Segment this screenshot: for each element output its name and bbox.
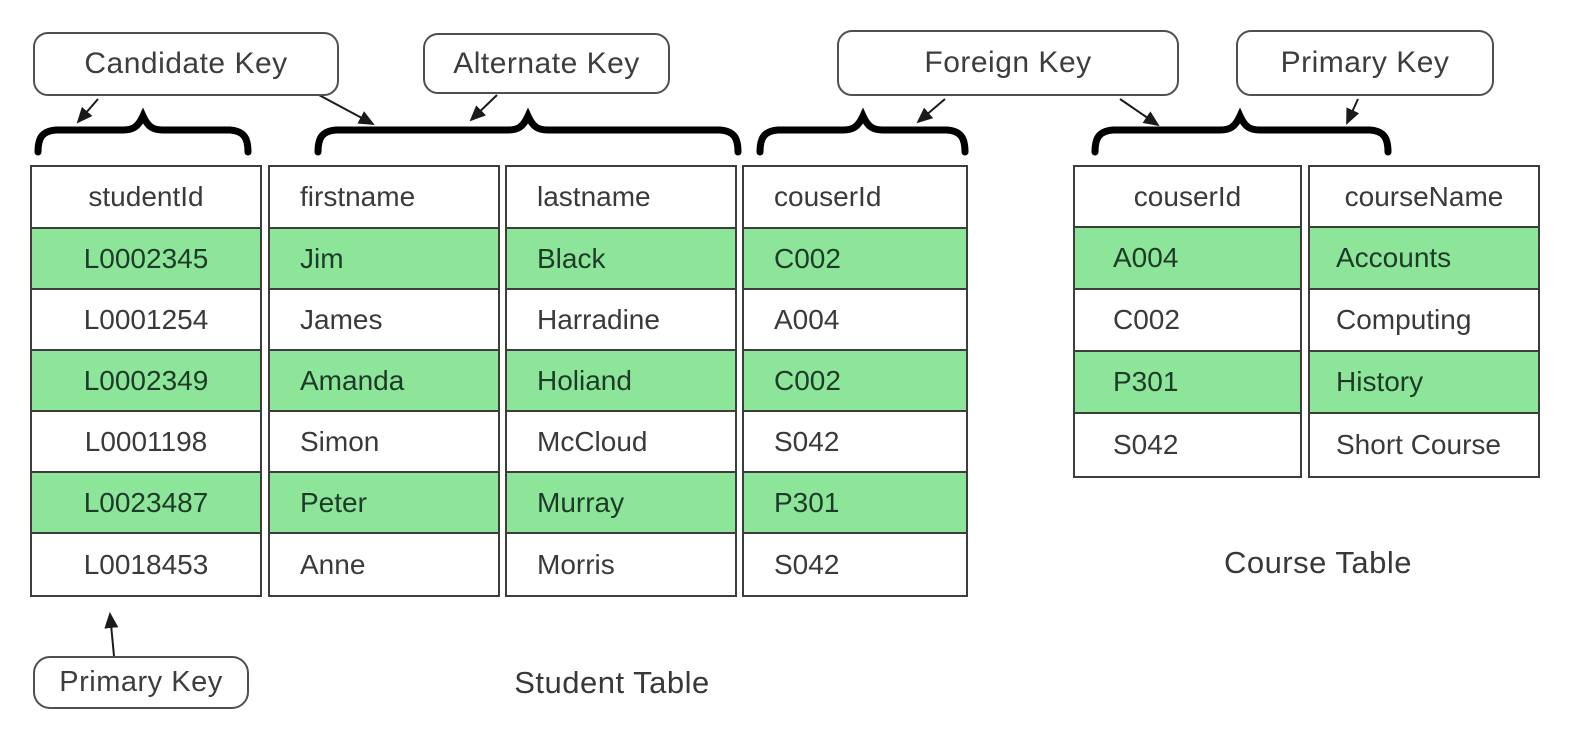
column-header: studentId: [32, 167, 260, 229]
table-cell: Anne: [270, 534, 498, 595]
course-table-caption: Course Table: [1223, 545, 1413, 580]
table-cell: Murray: [507, 473, 735, 534]
table-cell: Holiand: [507, 351, 735, 412]
table-cell: P301: [1075, 352, 1300, 414]
table-cell: P301: [744, 473, 966, 534]
table-cell: A004: [744, 290, 966, 351]
primary-key-bottom-callout: Primary Key: [33, 656, 249, 709]
table-cell: Harradine: [507, 290, 735, 351]
student-column-couserid: couserId C002 A004 C002 S042 P301 S042: [742, 165, 968, 597]
student-column-lastname: lastname Black Harradine Holiand McCloud…: [505, 165, 737, 597]
candidate-to-alternate-arrow: [318, 94, 375, 125]
alternate-key-label: Alternate Key: [453, 46, 640, 80]
student-column-firstname: firstname Jim James Amanda Simon Peter A…: [268, 165, 500, 597]
alternate-key-callout: Alternate Key: [423, 33, 670, 94]
foreign-key-arrow: [916, 98, 946, 124]
column-header: couserId: [744, 167, 966, 229]
table-cell: Computing: [1310, 290, 1538, 352]
table-cell: Amanda: [270, 351, 498, 412]
table-cell: A004: [1075, 228, 1300, 290]
foreign-to-course-arrow: [1119, 98, 1160, 127]
candidate-key-brace: [34, 107, 252, 156]
column-header: couserId: [1075, 167, 1300, 228]
foreign-key-brace: [756, 107, 969, 156]
candidate-key-arrow: [76, 98, 99, 124]
foreign-key-callout: Foreign Key: [837, 30, 1179, 96]
primary-key-top-callout: Primary Key: [1236, 30, 1494, 96]
table-cell: L0023487: [32, 473, 260, 534]
table-cell: L0002345: [32, 229, 260, 290]
foreign-key-label: Foreign Key: [924, 46, 1092, 79]
table-cell: S042: [744, 534, 966, 595]
table-cell: James: [270, 290, 498, 351]
table-cell: S042: [744, 412, 966, 473]
column-header: firstname: [270, 167, 498, 229]
table-cell: C002: [744, 229, 966, 290]
student-table-caption: Student Table: [514, 665, 710, 700]
table-cell: Peter: [270, 473, 498, 534]
student-column-studentid: studentId L0002345 L0001254 L0002349 L00…: [30, 165, 262, 597]
table-cell: Black: [507, 229, 735, 290]
course-primary-key-brace: [1091, 107, 1392, 156]
table-cell: Short Course: [1310, 414, 1538, 476]
primary-key-bottom-arrow: [104, 612, 119, 657]
primary-key-top-arrow: [1346, 98, 1360, 125]
column-header: lastname: [507, 167, 735, 229]
course-column-coursename: courseName Accounts Computing History Sh…: [1308, 165, 1540, 478]
table-cell: S042: [1075, 414, 1300, 476]
candidate-key-label: Candidate Key: [84, 47, 288, 80]
table-cell: L0001254: [32, 290, 260, 351]
table-cell: Jim: [270, 229, 498, 290]
alternate-key-arrow: [469, 94, 498, 122]
table-cell: Simon: [270, 412, 498, 473]
table-cell: L0001198: [32, 412, 260, 473]
table-cell: Morris: [507, 534, 735, 595]
table-cell: L0002349: [32, 351, 260, 412]
course-column-couserid: couserId A004 C002 P301 S042: [1073, 165, 1302, 478]
table-cell: McCloud: [507, 412, 735, 473]
primary-key-top-label: Primary Key: [1280, 46, 1450, 79]
primary-key-bottom-label: Primary Key: [59, 666, 223, 698]
table-cell: C002: [744, 351, 966, 412]
candidate-key-callout: Candidate Key: [33, 32, 339, 96]
table-cell: Accounts: [1310, 228, 1538, 290]
alternate-key-brace: [314, 107, 742, 156]
table-cell: History: [1310, 352, 1538, 414]
table-cell: L0018453: [32, 534, 260, 595]
table-cell: C002: [1075, 290, 1300, 352]
column-header: courseName: [1310, 167, 1538, 228]
